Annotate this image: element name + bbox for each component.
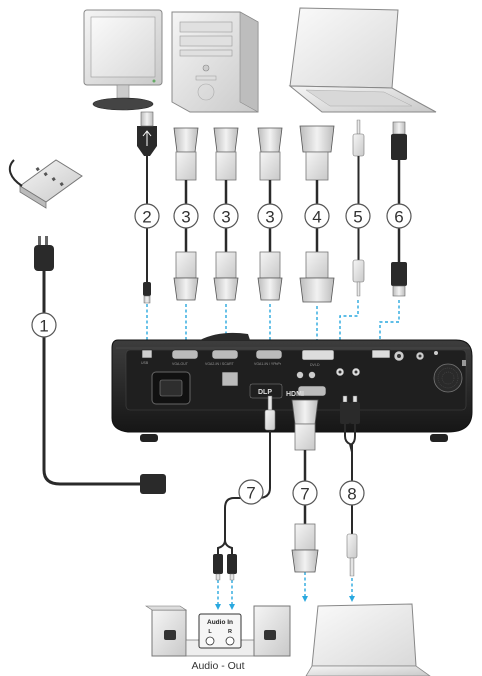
- audio-right-label: R: [228, 629, 232, 635]
- svg-text:DVI-D: DVI-D: [310, 363, 320, 367]
- callout-7a-label: 7: [246, 484, 255, 503]
- dlp-logo: DLP: [258, 389, 272, 396]
- callout-3b-label: 3: [221, 208, 230, 227]
- power-strip-icon: [10, 160, 82, 208]
- callout-7b-label: 8: [347, 485, 356, 504]
- callout-7a: 7: [239, 480, 263, 504]
- laptop-bottom-icon: [306, 604, 430, 676]
- callout-1: 1: [32, 313, 56, 337]
- callout-2: 2: [135, 204, 159, 228]
- callout-5: 5: [346, 204, 370, 228]
- callout-7b: 8: [340, 481, 364, 505]
- hdmi-logo: HDMI: [286, 391, 304, 398]
- laptop-icon: [290, 8, 436, 112]
- svg-text:VGA2-IN / SCART: VGA2-IN / SCART: [205, 362, 235, 366]
- callout-3c: 3: [258, 204, 282, 228]
- callout-6-label: 6: [394, 208, 403, 227]
- callout-1-label: 1: [39, 317, 48, 336]
- desktop-tower-icon: [172, 12, 258, 112]
- svg-text:VGA1-IN / YPbPr: VGA1-IN / YPbPr: [254, 362, 282, 366]
- speakers-icon: Audio In L R: [146, 606, 290, 656]
- audio-out-label: Audio - Out: [191, 660, 244, 672]
- monitor-icon: [84, 10, 162, 110]
- callout-6: 6: [387, 204, 411, 228]
- callout-3a: 3: [174, 204, 198, 228]
- callout-3b: 3: [214, 204, 238, 228]
- callout-3c-label: 3: [265, 208, 274, 227]
- callout-4-label: 4: [312, 208, 321, 227]
- svg-text:USB: USB: [141, 361, 149, 365]
- audio-in-label: Audio In: [207, 619, 233, 626]
- callout-2-label: 2: [142, 208, 151, 227]
- callout-5-label: 5: [353, 208, 362, 227]
- svg-text:VGA-OUT: VGA-OUT: [172, 362, 189, 366]
- callout-8: 7: [293, 481, 317, 505]
- callout-3a-label: 3: [181, 208, 190, 227]
- callout-4: 4: [305, 204, 329, 228]
- callout-8-label: 7: [300, 485, 309, 504]
